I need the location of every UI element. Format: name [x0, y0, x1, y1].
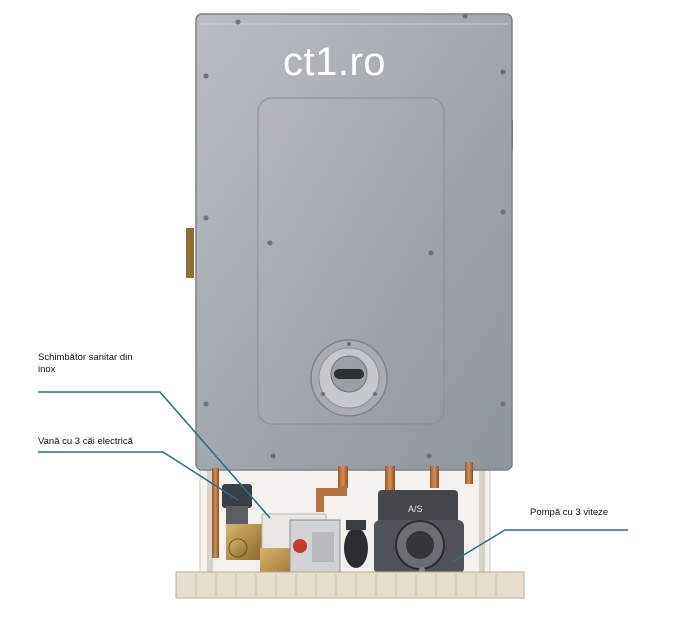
watermark-text: ct1.ro [283, 40, 387, 84]
pump-leader [451, 529, 628, 563]
valve-leader [38, 451, 239, 501]
circulation-pump [374, 490, 464, 574]
callout-pump: Pompă cu 3 viteze [530, 507, 609, 518]
callout-exchanger-line1: Schimbător sanitar din [38, 352, 133, 363]
callout-leaders [38, 391, 628, 563]
pump-brand-text: A/S [408, 504, 423, 514]
gas-valve [289, 519, 341, 581]
base-tray [175, 571, 525, 599]
three-way-valve [222, 484, 262, 560]
callout-valve: Vană cu 3 căi electrică [38, 436, 133, 447]
callout-exchanger: Schimbător sanitar din inox [38, 352, 163, 376]
left-bracket [186, 228, 194, 278]
copper-pipes [212, 462, 473, 558]
callout-exchanger-line2: inox [38, 364, 56, 375]
sight-port [310, 339, 388, 417]
expansion-fitting [344, 528, 368, 568]
exchanger-leader [38, 391, 271, 519]
boiler-casing [195, 13, 513, 471]
